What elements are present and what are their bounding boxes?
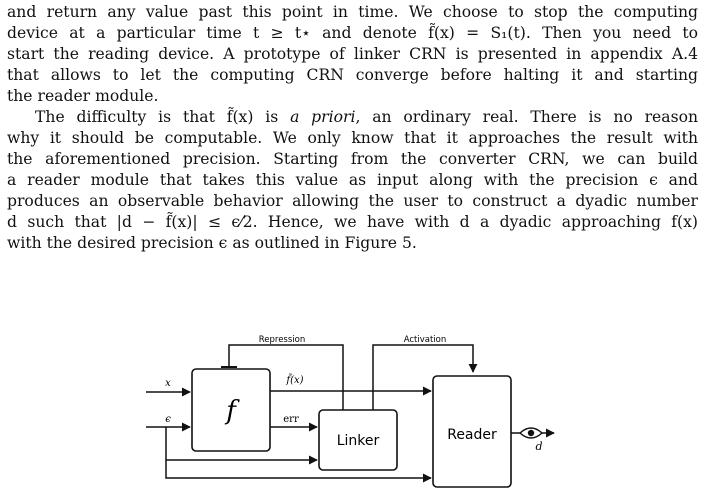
activation-label: Activation xyxy=(404,335,447,345)
paragraph-2: The difficulty is that f̃(x) is a priori… xyxy=(7,107,698,254)
paragraph-1: and return any value past this point in … xyxy=(7,2,698,107)
body-text: and return any value past this point in … xyxy=(7,2,698,254)
paragraph-1-line-2: device at a particular time t ≥ t⋆ and d… xyxy=(7,24,698,42)
paragraph-1-line-5: the reader module. xyxy=(7,87,159,105)
input-eps-label: ϵ xyxy=(165,414,171,425)
activation-line xyxy=(372,344,478,410)
repression-label: Repression xyxy=(259,335,306,345)
paragraph-2-line-3: the aforementioned precision. Starting f… xyxy=(7,150,698,168)
repression-line xyxy=(228,344,344,410)
err-label: err xyxy=(283,414,299,425)
paragraph-2-line-1-pre: The difficulty is that f̃(x) is xyxy=(35,108,291,126)
paragraph-2-line-5: produces an observable behavior allowing… xyxy=(7,192,698,210)
paragraph-1-line-1: and return any value past this point in … xyxy=(7,3,698,21)
linker-block xyxy=(318,409,398,471)
eye-icon xyxy=(518,427,544,439)
paragraph-2-line-6: d such that |d − f̃(x)| ≤ ϵ⁄2. Hence, we… xyxy=(7,213,698,231)
output-d-label: d xyxy=(535,440,542,453)
paragraph-2-line-1: The difficulty is that f̃(x) is a priori… xyxy=(7,107,698,128)
paragraph-1-line-3: start the reading device. A prototype of… xyxy=(7,45,698,63)
paragraph-2-line-1-post: , an ordinary real. There is no reason xyxy=(355,108,698,126)
paragraph-2-emphasis: a priori xyxy=(290,108,356,126)
ftilde-label: f̃(x) xyxy=(285,374,303,386)
paragraph-2-line-7: with the desired precision ϵ as outlined… xyxy=(7,234,417,252)
linker-label: Linker xyxy=(337,433,380,449)
paragraph-1-line-4: that allows to let the computing CRN con… xyxy=(7,66,698,84)
paragraph-2-line-4: a reader module that takes this value as… xyxy=(7,171,698,189)
paragraph-2-line-2: why it should be computable. We only kno… xyxy=(7,129,698,147)
reader-label: Reader xyxy=(447,427,497,443)
eps-branch-to-reader xyxy=(165,460,432,483)
input-x-label: x xyxy=(165,378,171,389)
reader-block xyxy=(432,375,512,488)
f-block xyxy=(191,368,271,452)
